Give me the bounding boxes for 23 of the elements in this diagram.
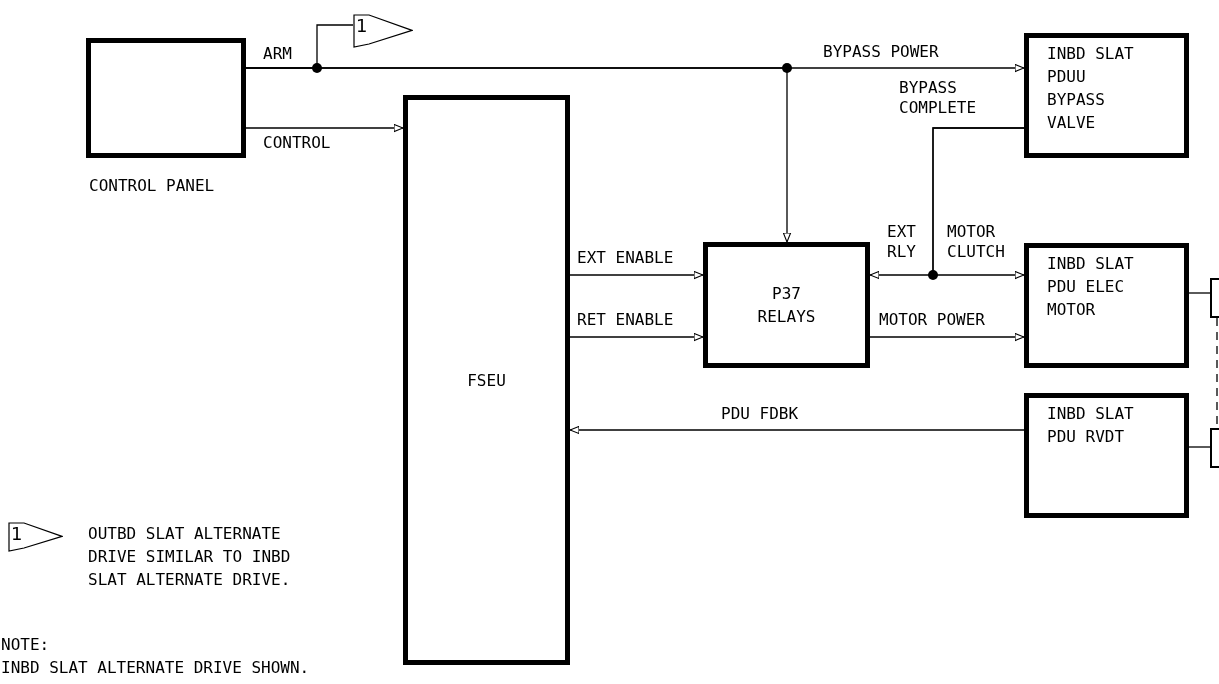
component-box [1024,33,1189,158]
connector-line [932,127,1025,280]
component-box [1024,393,1189,518]
component-box [1024,243,1189,368]
node-label: FSEU [466,369,507,392]
note-text: OUTBD SLAT ALTERNATE DRIVE SIMILAR TO INBD SLAT ALTERNATE DRIVE. [88,523,292,591]
box-shape [86,38,246,158]
node-label: P37 RELAYS [756,283,817,328]
connector-line [1188,446,1211,448]
connector-line [245,24,354,69]
callout-flag: 1 [8,522,63,552]
component-box [703,242,870,368]
node-label: INBD SLAT PDU RVDT [1047,403,1135,448]
node-label: INBD SLAT PDUU BYPASS VALVE [1047,43,1135,134]
connector-line [569,332,704,342]
connector-line [569,425,1025,435]
node-label: INBD SLAT PDU ELEC MOTOR [1047,253,1135,321]
connector-line [1188,292,1211,294]
connector-line [569,270,704,280]
connector-line [245,123,404,133]
callout-flag: 1 [353,14,413,48]
connector-line [869,332,1025,342]
component-box [403,95,570,665]
